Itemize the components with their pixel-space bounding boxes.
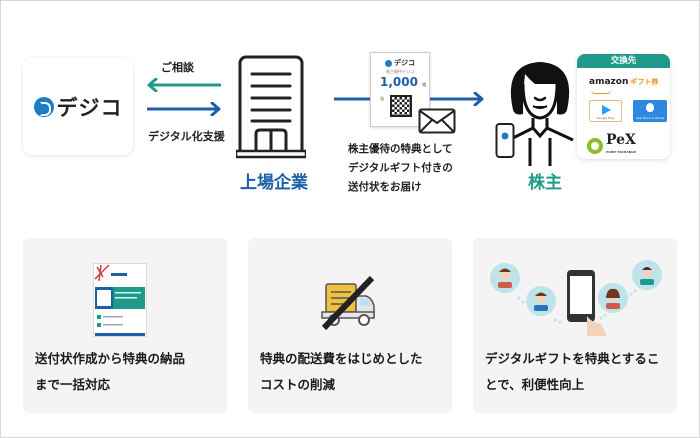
pex-logo: PeX POINT EXCHANGE [587, 132, 636, 158]
gift-card-logo-text: デジコ [394, 59, 415, 67]
feature-text: デジタルギフトを特典とするこ とで、利便性向上 [485, 346, 659, 398]
building-icon [236, 55, 306, 159]
delivery-caption-line: デジタルギフト付きの [348, 162, 453, 174]
feature-line: 送付状作成から特典の納品 [35, 351, 186, 366]
digico-logo: デジコ [33, 92, 123, 122]
apple-icon [646, 103, 654, 112]
arrow-left-icon [147, 78, 221, 92]
pex-text-wrap: PeX POINT EXCHANGE [606, 132, 636, 158]
consult-label: ご相談 [161, 61, 194, 74]
amazon-smile-icon [591, 90, 611, 94]
feature-line: デジタルギフトを特典とするこ [485, 351, 660, 366]
pex-text: PeX [606, 132, 636, 148]
delivery-caption-line: 送付状をお届け [348, 181, 422, 193]
shareholder-label: 株主 [528, 173, 562, 193]
amazon-text: amazon [589, 77, 629, 87]
gift-card-amount: 1,000 [380, 75, 418, 89]
feature-line: コストの削減 [260, 377, 336, 392]
feature-card-convenience: デジタルギフトを特典とするこ とで、利便性向上 [473, 238, 677, 413]
arrow-right-icon [147, 102, 221, 116]
digital-support-label: デジタル化支援 [148, 130, 225, 143]
feature-card-one-stop: 送付状作成から特典の納品 まで一括対応 [23, 238, 227, 413]
gift-card-amount-wrap: 1,000 相当 [380, 75, 429, 103]
digico-logo-text: デジコ [56, 95, 123, 120]
delivery-caption: 株主優待の特典として デジタルギフト付きの 送付状をお届け [348, 140, 453, 197]
amazon-gift-text: ギフト券 [630, 78, 659, 86]
qr-code-icon [390, 95, 412, 117]
envelope-icon [418, 108, 456, 134]
pex-subtext: POINT EXCHANGE [606, 150, 636, 154]
gift-card-unit: 相当 [380, 82, 427, 101]
google-play-card: Google Play [589, 100, 622, 122]
google-play-icon [602, 105, 611, 115]
digico-small-mark-icon [385, 59, 392, 67]
no-delivery-truck-icon [321, 276, 375, 330]
feature-line: とで、利便性向上 [485, 377, 585, 392]
gift-card-subtitle: 株主優待デジコ [386, 69, 414, 74]
pex-ring-icon [587, 138, 603, 154]
smartphone-users-icon [490, 260, 662, 336]
digico-mark-icon [33, 96, 54, 117]
gift-card-letter: デジコ 株主優待デジコ 1,000 相当 [370, 52, 430, 127]
feature-text: 送付状作成から特典の納品 まで一括対応 [35, 346, 185, 398]
digico-logo-card: デジコ [23, 58, 133, 155]
exchange-title: 交換先 [577, 54, 670, 68]
app-store-text: App Store & iTunes [635, 116, 665, 120]
phone-app-icon [501, 132, 509, 140]
feature-text: 特典の配送費をはじめとした コストの削減 [260, 346, 423, 398]
company-label: 上場企業 [240, 173, 308, 193]
feature-line: 特典の配送費をはじめとした [260, 351, 423, 366]
gift-card-logo: デジコ [385, 58, 415, 68]
feature-line: まで一括対応 [35, 377, 111, 392]
invitation-letter-icon [93, 263, 147, 337]
google-play-text: Google Play [596, 116, 615, 120]
app-store-card: App Store & iTunes [633, 100, 667, 122]
shareholder-person-icon [495, 62, 574, 166]
delivery-caption-line: 株主優待の特典として [348, 143, 453, 155]
feature-card-cost-reduction: 特典の配送費をはじめとした コストの削減 [248, 238, 452, 413]
